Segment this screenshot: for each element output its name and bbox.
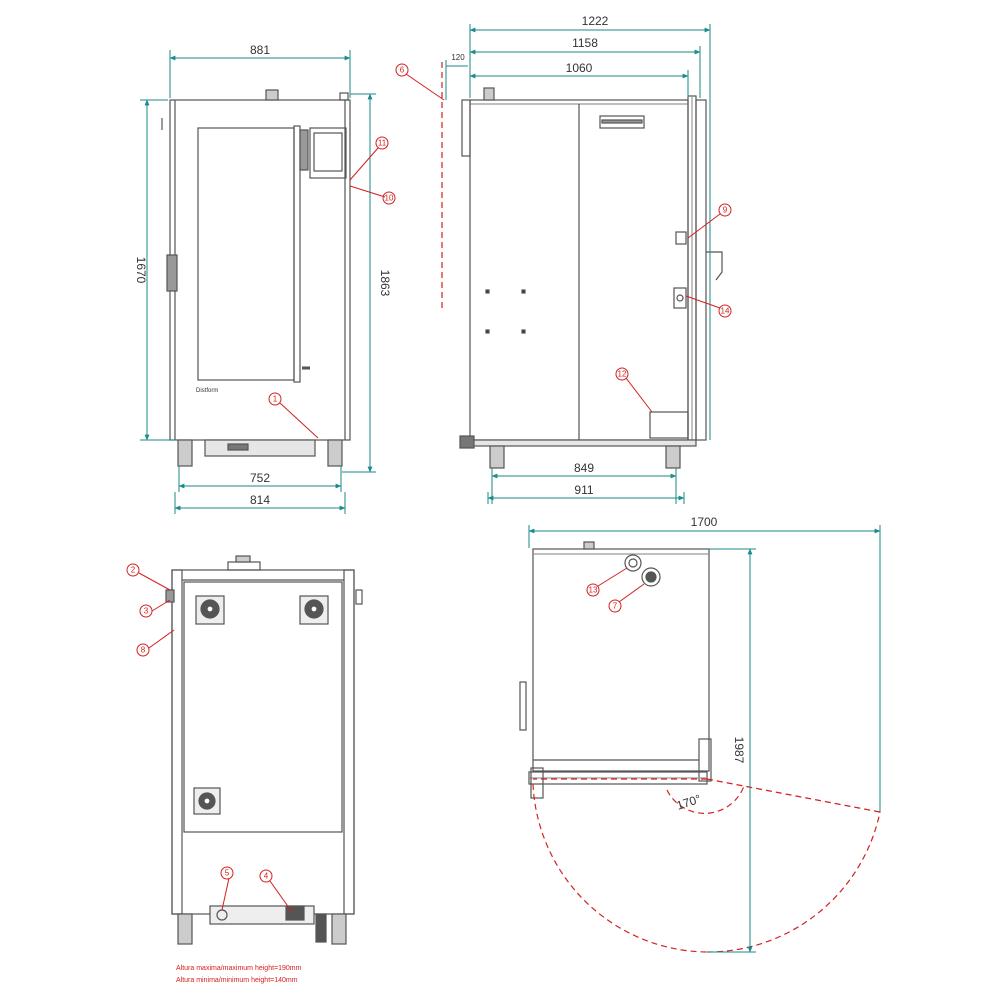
door-swing — [532, 778, 881, 953]
callout-1: 1 — [273, 395, 278, 404]
side-box-12 — [649, 411, 689, 439]
side-callouts — [395, 63, 732, 413]
dim-881: 881 — [250, 43, 270, 57]
callout-3: 3 — [144, 607, 149, 616]
callout-7: 7 — [613, 602, 618, 611]
callout-14: 14 — [721, 307, 730, 316]
top-dimensions — [528, 525, 881, 953]
callout-2: 2 — [131, 566, 136, 575]
dim-1158: 1158 — [572, 36, 598, 50]
dim-1987: 1987 — [732, 737, 746, 764]
note-min-height: Altura minima/minimum height=140mm — [176, 977, 298, 984]
dim-1060: 1060 — [566, 61, 593, 75]
front-callouts — [268, 136, 396, 439]
callout-10: 10 — [385, 194, 394, 203]
top-callouts — [586, 567, 645, 613]
front-base — [204, 439, 316, 457]
callout-6: 6 — [400, 66, 405, 75]
callout-13: 13 — [589, 586, 598, 595]
dim-911: 911 — [574, 483, 593, 497]
callout-12: 12 — [618, 370, 627, 379]
callout-11: 11 — [378, 139, 387, 148]
dim-1670: 1670 — [134, 257, 148, 284]
front-logo: Distform — [196, 388, 218, 394]
dim-1222: 1222 — [582, 14, 609, 28]
dim-120: 120 — [451, 53, 465, 62]
callout-5: 5 — [225, 869, 230, 878]
door-angle: 170° — [675, 792, 703, 813]
callout-9: 9 — [723, 206, 728, 215]
side-foot-right — [665, 445, 681, 469]
front-view — [161, 89, 351, 467]
side-view — [459, 87, 723, 469]
top-port-13 — [624, 554, 642, 572]
dim-814: 814 — [250, 493, 270, 507]
front-foot-left — [177, 439, 193, 467]
note-max-height: Altura maxima/maximum height=190mm — [176, 965, 302, 972]
callout-4: 4 — [264, 872, 269, 881]
front-door-window — [197, 127, 295, 381]
dim-752: 752 — [250, 471, 270, 485]
dim-1700: 1700 — [691, 515, 718, 529]
dim-849: 849 — [574, 461, 594, 475]
dim-1863: 1863 — [378, 270, 392, 297]
control-panel — [309, 127, 347, 179]
door-handle — [166, 254, 178, 292]
rear-callouts — [126, 563, 293, 913]
side-foot-left — [489, 445, 505, 469]
callout-8: 8 — [141, 646, 146, 655]
rear-view — [165, 555, 363, 945]
top-port-7 — [641, 567, 661, 587]
side-dimensions — [445, 24, 711, 504]
front-foot-right — [327, 439, 343, 467]
rear-foot-right — [331, 913, 347, 945]
top-view — [519, 541, 712, 799]
top-cabinet — [532, 548, 710, 772]
rear-foot-left — [177, 913, 193, 945]
